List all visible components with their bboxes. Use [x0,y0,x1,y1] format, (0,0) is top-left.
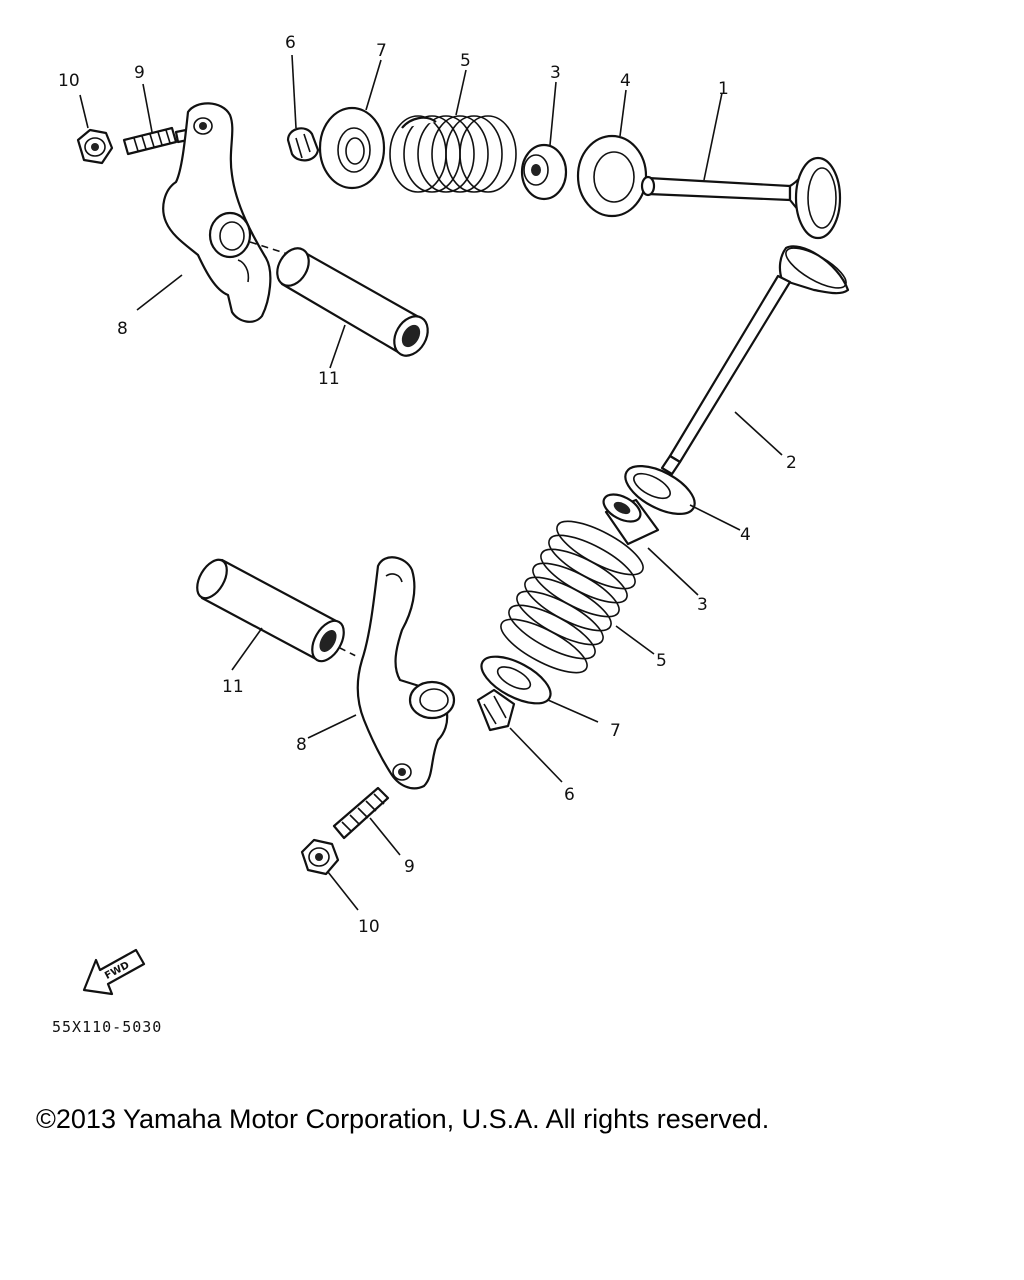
label-6-top: 6 [285,33,296,53]
label-9-top: 9 [134,63,145,83]
label-11-bottom: 11 [222,677,244,697]
label-3-bottom: 3 [697,595,708,615]
label-10-bottom: 10 [358,917,380,937]
valve-spring-5-bottom [500,520,644,674]
adjuster-screw-9-bottom [332,786,390,840]
label-7-top: 7 [376,41,387,61]
label-8-bottom: 8 [296,735,307,755]
rocker-shaft-11-bottom [196,558,345,663]
valve-spring-5-top [389,115,517,193]
spring-seat-4-top [576,134,648,218]
fwd-arrow-icon: FWD [82,948,146,996]
nut-10-bottom [300,838,340,876]
label-10-top: 10 [58,71,80,91]
label-7-bottom: 7 [610,721,621,741]
nut-10-top [76,128,114,165]
cotter-6-top [286,127,320,162]
label-5-bottom: 5 [656,651,667,671]
label-3-top: 3 [550,63,561,83]
retainer-7-bottom [480,655,552,705]
label-5-top: 5 [460,51,471,71]
rocker-shaft-11-top [276,247,429,357]
label-1-top: 1 [718,79,729,99]
spring-seat-4-bottom [624,465,696,515]
label-8-top: 8 [117,319,128,339]
valve-1-top [640,156,842,240]
label-4-top: 4 [620,71,631,91]
oil-seal-3-top [520,143,568,201]
oil-seal-3-bottom [602,493,660,546]
copyright-notice: ©2013 Yamaha Motor Corporation, U.S.A. A… [36,1104,770,1134]
valve-assembly-diagram: 10 9 6 7 5 3 4 1 8 11 2 4 3 5 7 6 11 8 9… [58,33,850,996]
valve-2-bottom [660,245,850,476]
rocker-arm-8-top [162,102,272,323]
retainer-7-top [318,106,386,190]
label-9-bottom: 9 [404,857,415,877]
label-2-bottom: 2 [786,453,797,473]
label-4-bottom: 4 [740,525,751,545]
label-6-bottom: 6 [564,785,575,805]
rocker-arm-8-bottom [356,556,456,790]
cotter-6-bottom [476,688,516,732]
label-11-top: 11 [318,369,340,389]
diagram-part-code: 55X110-5030 [52,1018,163,1036]
